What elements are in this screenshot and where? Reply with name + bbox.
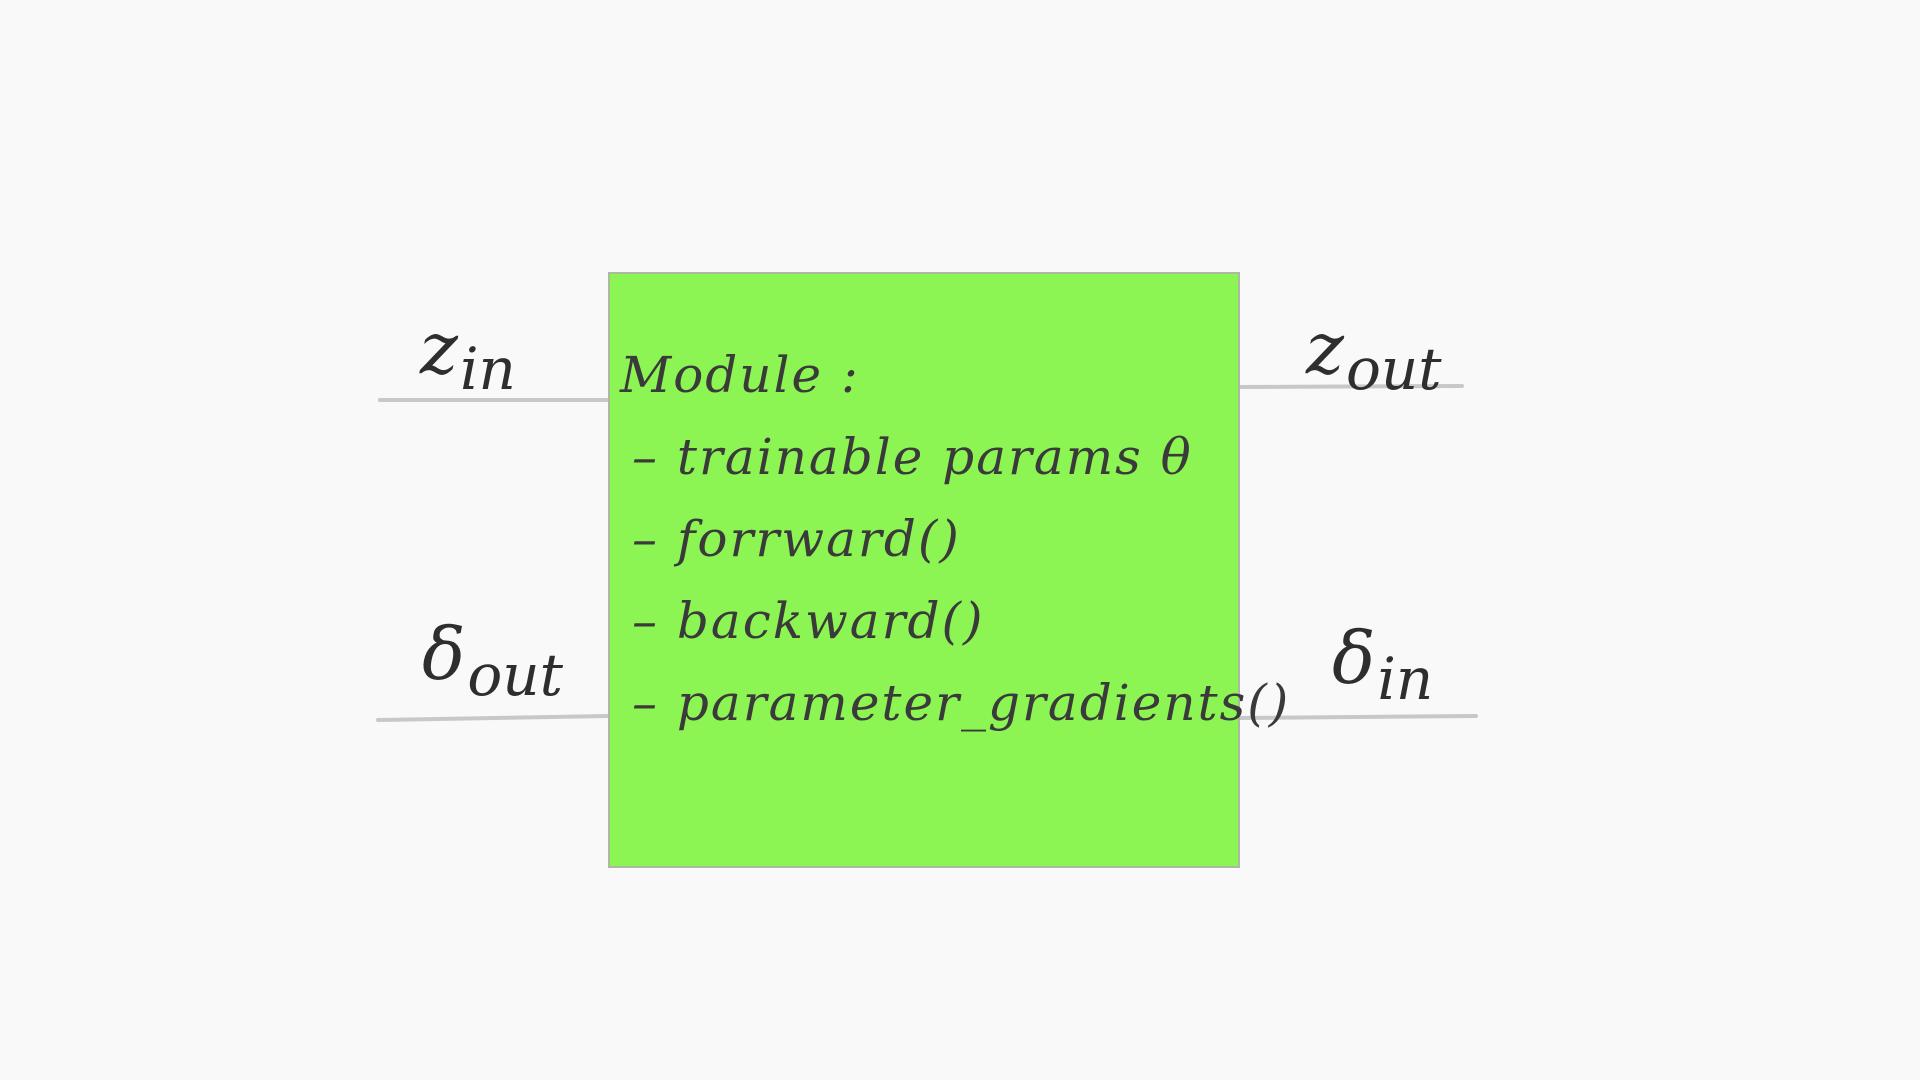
port-symbol: z — [420, 306, 458, 390]
module-title: Module : — [620, 346, 860, 404]
module-box: Module : – trainable params θ – forrward… — [608, 272, 1288, 868]
port-symbol: z — [1306, 306, 1344, 390]
port-label-z-in: zin — [420, 312, 516, 398]
module-item-forward: – forrward() — [632, 510, 961, 568]
port-subscript: in — [1377, 645, 1434, 713]
wire-delta-out — [376, 714, 610, 722]
port-label-delta-in: δin — [1332, 622, 1433, 708]
port-label-delta-out: δout — [422, 618, 563, 704]
port-symbol: δ — [1332, 616, 1376, 700]
port-subscript: out — [1345, 335, 1442, 403]
port-symbol: δ — [422, 612, 466, 696]
port-label-z-out: zout — [1306, 312, 1442, 398]
module-item-parameter-gradients: – parameter_gradients() — [632, 674, 1291, 732]
port-subscript: out — [467, 641, 563, 709]
port-subscript: in — [459, 335, 516, 403]
module-item-params: – trainable params θ — [632, 428, 1193, 486]
wire-delta-in — [1238, 714, 1478, 720]
module-item-backward: – backward() — [632, 592, 985, 650]
wire-z-out — [1238, 384, 1464, 389]
